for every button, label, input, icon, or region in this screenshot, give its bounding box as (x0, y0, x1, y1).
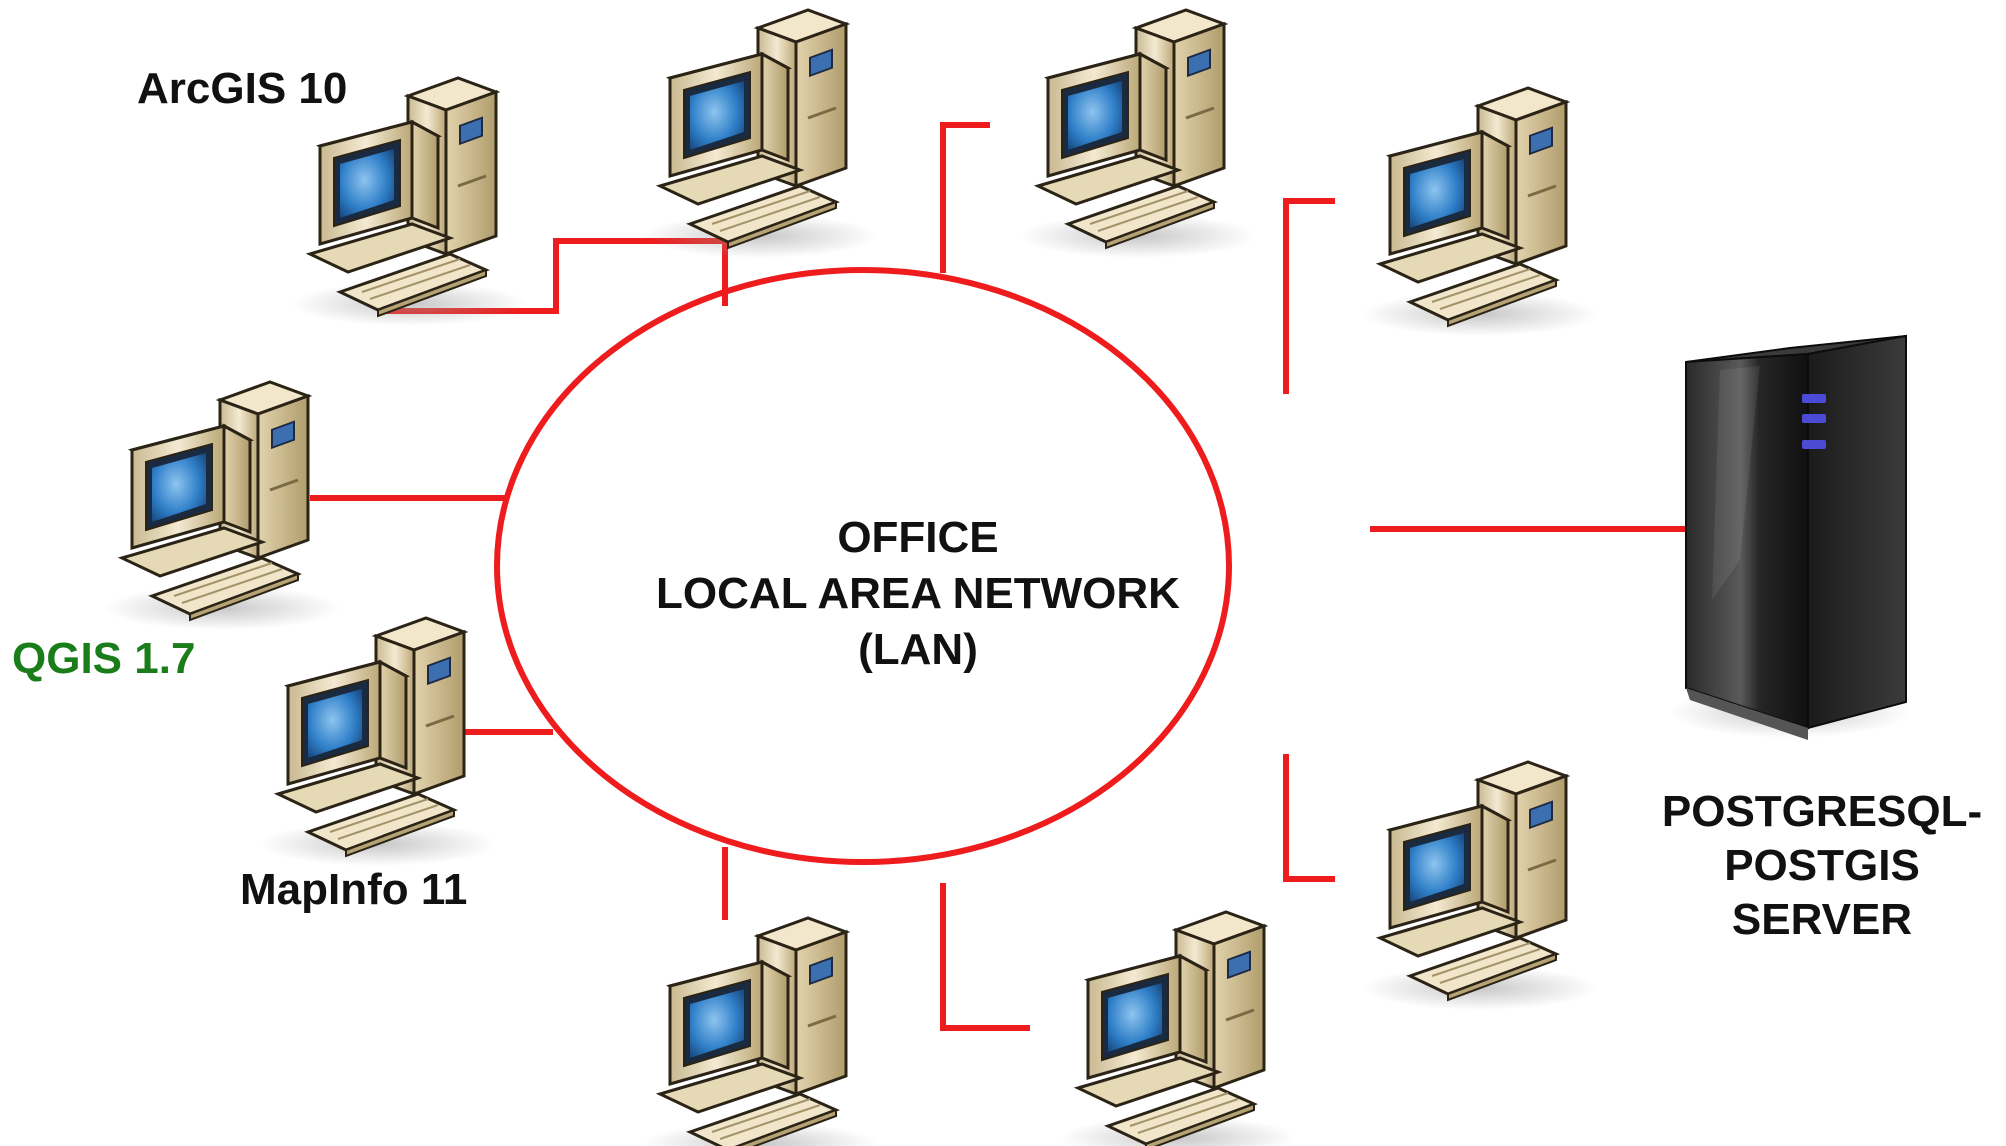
workstation-arcgis (290, 76, 530, 328)
label-arcgis: ArcGIS 10 (137, 64, 347, 113)
lan-title: OFFICE LOCAL AREA NETWORK (LAN) (656, 513, 1180, 674)
lan-title-line-3: (LAN) (858, 625, 978, 674)
server-label-line-3: SERVER (1732, 895, 1912, 944)
desktop-computer-icon (640, 916, 880, 1146)
server-label-line-1: POSTGRESQL- (1662, 787, 1982, 836)
desktop-computer-icon (1018, 8, 1258, 260)
label-qgis: QGIS 1.7 (12, 634, 195, 683)
label-mapinfo: MapInfo 11 (240, 865, 467, 914)
workstation-top-left-center (640, 8, 880, 260)
desktop-computer-icon (102, 380, 342, 632)
link-top-center-workstation (940, 122, 990, 273)
workstation-top-right (1360, 86, 1600, 338)
server-indicator-light (1802, 394, 1826, 403)
lan-title-line-2: LOCAL AREA NETWORK (656, 569, 1180, 618)
workstation-bottom-right (1360, 760, 1600, 1012)
workstation-qgis (102, 380, 342, 632)
desktop-computer-icon (640, 8, 880, 260)
desktop-computer-icon (1058, 910, 1298, 1146)
desktop-computer-icon (1360, 86, 1600, 338)
server-indicator-light (1802, 440, 1826, 449)
desktop-computer-icon (290, 76, 530, 328)
link-bottom-center-workstation (940, 883, 1030, 1031)
link-top-right-workstation (1283, 198, 1335, 394)
link-bottom-right-workstation (1283, 754, 1335, 882)
network-links (310, 122, 1686, 1031)
workstation-bottom-left (640, 916, 880, 1146)
workstation-mapinfo (258, 616, 498, 868)
workstation-top-center (1018, 8, 1258, 260)
lan-title-line-1: OFFICE (837, 513, 998, 562)
desktop-computer-icon (1360, 760, 1600, 1012)
server-indicator-light (1802, 414, 1826, 423)
desktop-computer-icon (258, 616, 498, 868)
workstation-bottom-center (1058, 910, 1298, 1146)
server-label-line-2: POSTGIS (1724, 841, 1920, 890)
lan-ring (494, 267, 1232, 865)
server-label: POSTGRESQL- POSTGIS SERVER (1662, 787, 1982, 944)
tower-server-icon (1670, 334, 1910, 740)
